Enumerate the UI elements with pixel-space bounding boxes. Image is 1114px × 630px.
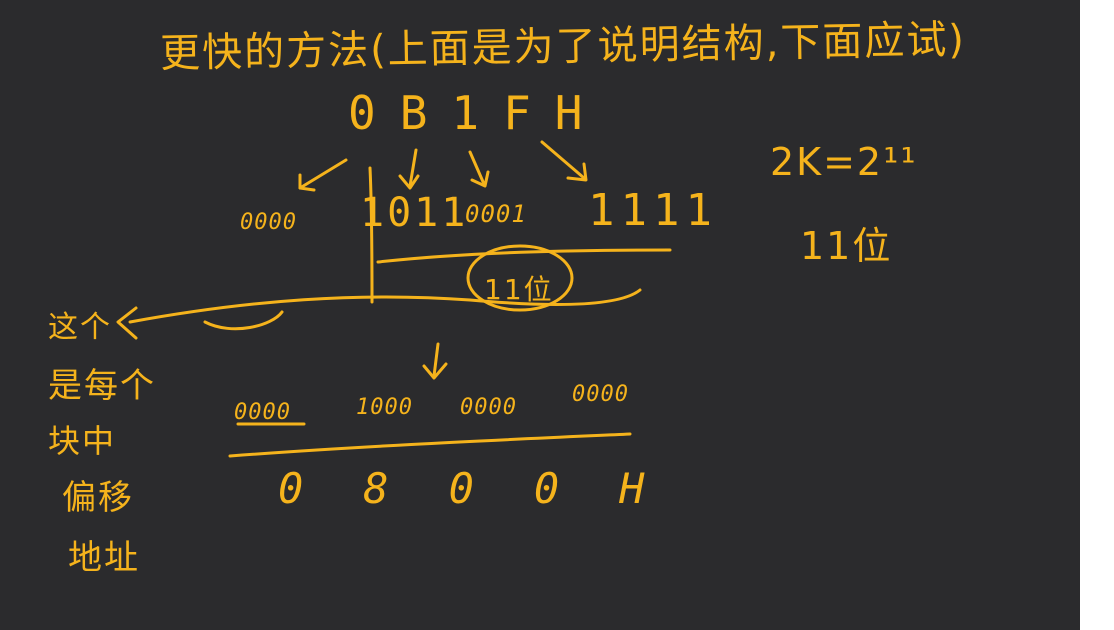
formula: 2K=2¹¹ [770,140,918,184]
underline-bottom-binary [228,432,632,458]
hex-address-top: 0B1FH [348,86,607,140]
curve-left-loop [203,310,284,331]
hex-address-bottom: 0800H [278,464,705,513]
whiteboard-canvas: 更快的方法(上面是为了说明结构,下面应试) 0B1FH 0000 1011 00… [0,0,1080,630]
binary-group-top: 0000 [240,210,297,235]
side-note-line: 地址 [68,538,140,578]
arrow-digit-f [540,140,586,180]
ink-strokes [116,140,672,458]
binary-group-bottom: 1000 [356,395,413,420]
arrow-digit-1-head [470,170,490,188]
side-note-line: 是每个 [48,366,156,406]
underline-top-binary [376,248,672,264]
divider-vertical [368,166,374,304]
arrow-digit-b-head [398,174,420,190]
arrow-digit-f-head [566,162,588,182]
binary-group-bottom: 0000 [460,395,517,420]
bits-circle [466,244,574,312]
binary-group-bottom: 0000 [572,382,629,407]
arrow-digit-1 [468,150,486,186]
binary-group-top: 0001 [465,200,527,228]
side-note-line: 块中 [48,422,117,460]
binary-group-top: 1111 [588,185,718,236]
binary-group-top: 1011 [360,190,469,236]
side-note-line: 偏移 [62,478,134,518]
bits-label: 11位 [800,224,893,268]
arrow-digit-0 [298,158,348,190]
arrow-to-side-note-head [116,306,138,340]
bits-circle-label: 11位 [484,273,554,306]
side-note-line: 这个 [48,310,112,345]
arrow-to-side-note [128,288,642,324]
arrow-digit-b [408,148,418,188]
arrow-down-result [432,342,440,378]
arrow-digit-0-head [298,173,316,192]
arrow-down-result-head [422,362,448,380]
binary-group-bottom: 0000 [234,400,291,425]
